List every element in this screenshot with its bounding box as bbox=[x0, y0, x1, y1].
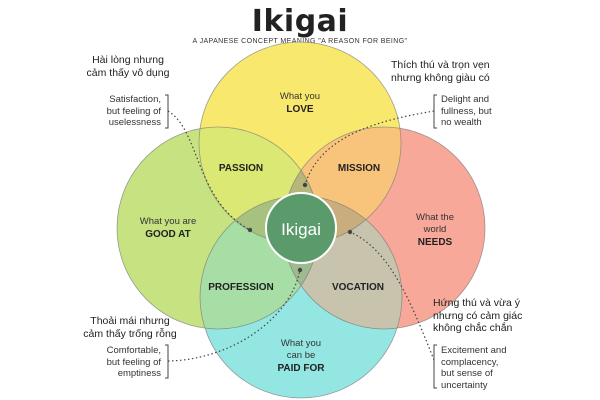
annotation-bottom-left-en: Comfortable, but feeling of emptiness bbox=[106, 345, 161, 379]
bracket-bottom-right bbox=[433, 344, 437, 389]
annotation-top-left-vi: Hài lòng nhưng cảm thấy vô dụng bbox=[86, 54, 170, 79]
bracket-bottom-left bbox=[165, 344, 169, 379]
mission-label: MISSION bbox=[338, 163, 380, 174]
ikigai-center bbox=[265, 192, 337, 264]
love-line1: What you bbox=[280, 91, 320, 102]
needs-line1: What the bbox=[416, 212, 454, 223]
ikigai-center-label: Ikigai bbox=[281, 220, 321, 239]
diagram-subtitle: A JAPANESE CONCEPT MEANING "A REASON FOR… bbox=[192, 38, 408, 45]
annotation-bottom-right: Hứng thú và vừa ý nhưng có cảm giác khôn… bbox=[433, 297, 543, 335]
passion-label: PASSION bbox=[219, 163, 263, 174]
profession-label: PROFESSION bbox=[208, 282, 274, 293]
connector-top-left bbox=[167, 110, 251, 231]
needs-line1b: world bbox=[423, 224, 447, 235]
vocation-label: VOCATION bbox=[332, 282, 384, 293]
annotation-top-right: Thích thú và trọn vẹn nhưng không giàu c… bbox=[391, 59, 531, 84]
needs-line2: NEEDS bbox=[418, 237, 453, 248]
annotation-bottom-right-en: Excitement and complacency, but sense of… bbox=[441, 345, 507, 391]
annotation-bottom-right-vi: Hứng thú và vừa ý nhưng có cảm giác khôn… bbox=[433, 297, 523, 334]
bracket-top-right bbox=[433, 94, 437, 129]
annotation-bottom-left: Thoải mái nhưng cảm thấy trống rỗng bbox=[70, 315, 190, 340]
good-at-line2: GOOD AT bbox=[145, 229, 191, 240]
paid-line2: PAID FOR bbox=[277, 363, 325, 374]
diagram-title: Ikigai bbox=[251, 4, 349, 39]
annotation-top-left: Hài lòng nhưng cảm thấy vô dụng bbox=[78, 54, 178, 79]
bracket-top-left bbox=[165, 94, 169, 129]
paid-line1: What you bbox=[281, 338, 321, 349]
annotation-bottom-left-vi: Thoải mái nhưng cảm thấy trống rỗng bbox=[83, 315, 177, 340]
annotation-top-right-en: Delight and fullness, but no wealth bbox=[441, 94, 492, 128]
annotation-top-left-en: Satisfaction, but feeling of uselessness bbox=[106, 94, 161, 128]
paid-line1b: can be bbox=[287, 350, 316, 361]
love-line2: LOVE bbox=[286, 104, 314, 115]
good-at-line1: What you are bbox=[140, 216, 197, 227]
annotation-top-right-vi: Thích thú và trọn vẹn nhưng không giàu c… bbox=[391, 59, 490, 84]
